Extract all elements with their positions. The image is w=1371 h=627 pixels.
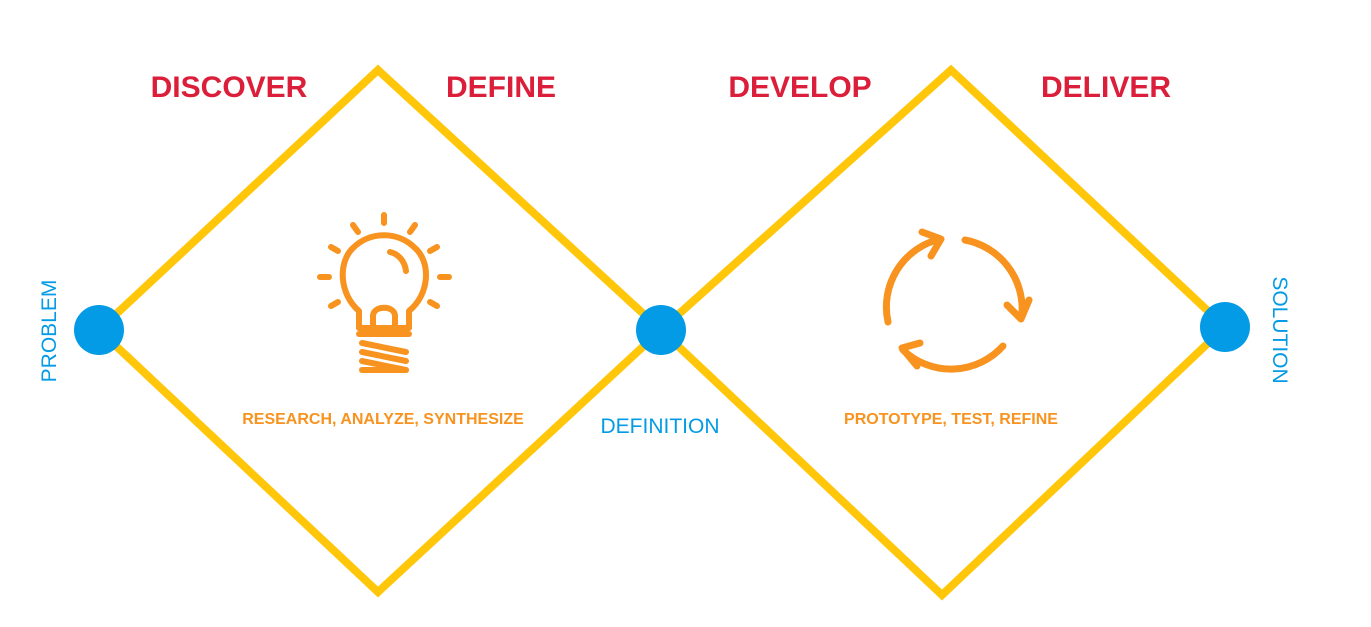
definition-dot bbox=[636, 305, 686, 355]
lightbulb-icon bbox=[317, 212, 452, 373]
phase-define: DEFINE bbox=[446, 71, 556, 104]
phase-develop: DEVELOP bbox=[728, 71, 871, 104]
phase-deliver: DELIVER bbox=[1041, 71, 1171, 104]
first-diamond-activities: RESEARCH, ANALYZE, SYNTHESIZE bbox=[242, 411, 524, 428]
problem-dot bbox=[74, 305, 124, 355]
milestone-problem: PROBLEM bbox=[38, 280, 61, 383]
milestone-definition: DEFINITION bbox=[601, 415, 720, 438]
solution-dot bbox=[1200, 302, 1250, 352]
milestone-solution: SOLUTION bbox=[1268, 276, 1291, 383]
second-diamond-activities: PROTOTYPE, TEST, REFINE bbox=[844, 411, 1058, 428]
cycle-arrows-icon bbox=[882, 228, 1033, 373]
phase-discover: DISCOVER bbox=[151, 71, 308, 104]
second-diamond bbox=[655, 64, 1231, 601]
